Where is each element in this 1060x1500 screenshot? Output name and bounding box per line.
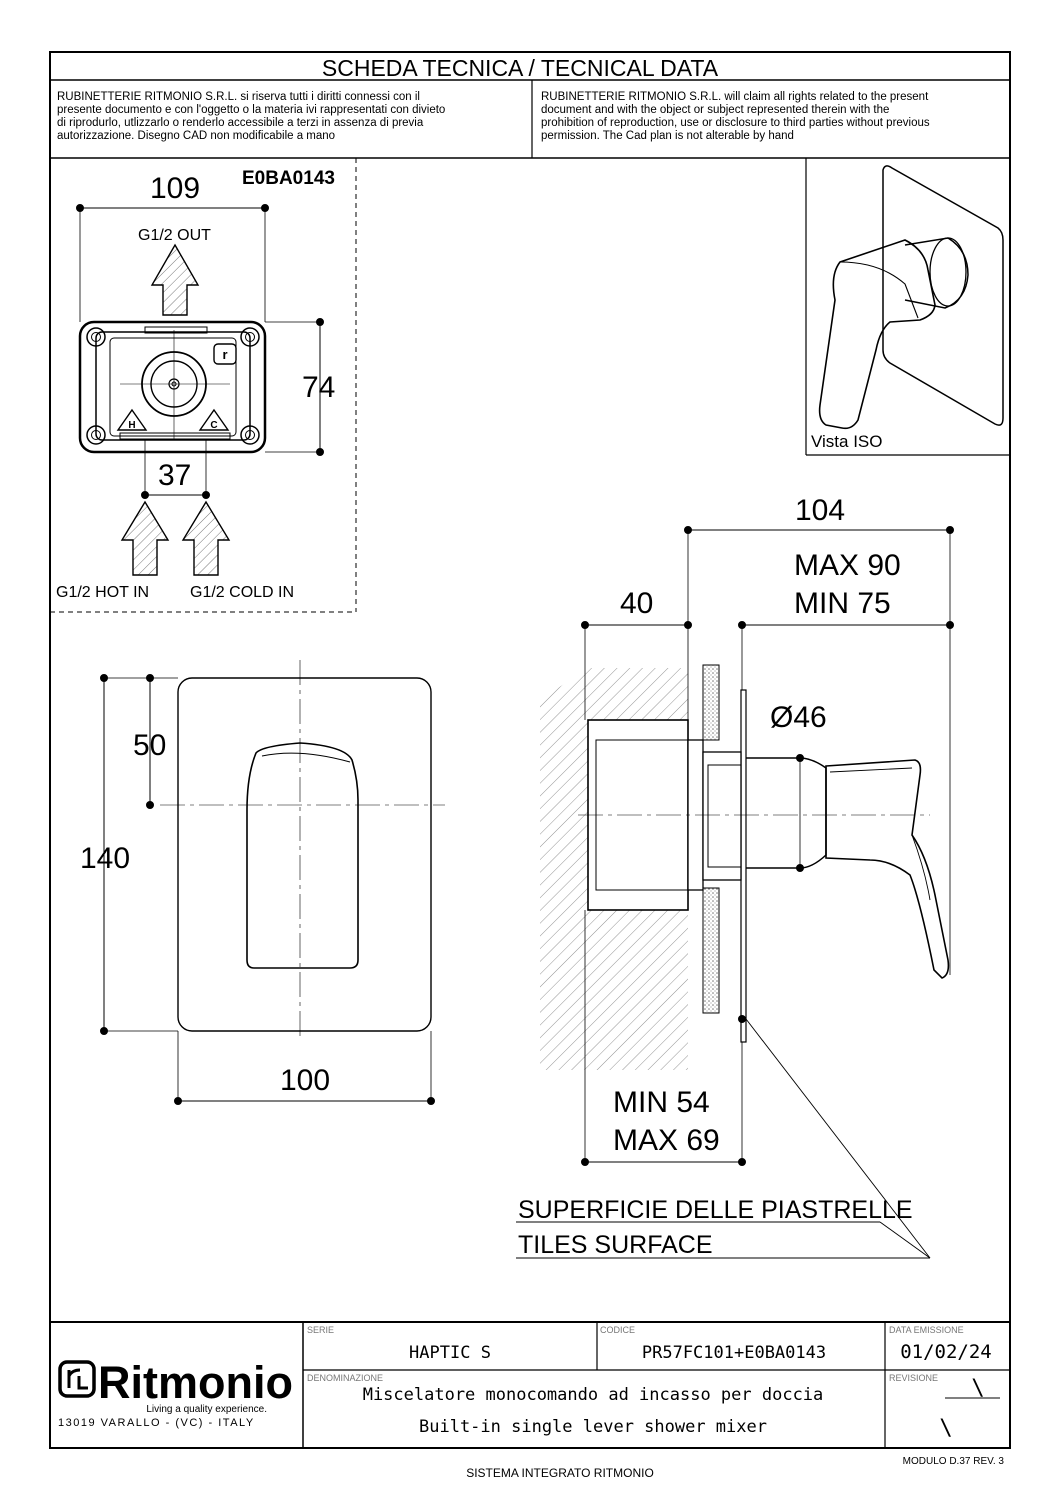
dim-box-height: 74 xyxy=(302,371,335,404)
box-code: E0BA0143 xyxy=(242,168,335,189)
dim-inlets: 37 xyxy=(158,459,191,492)
module-code: MODULO D.37 REV. 3 xyxy=(903,1456,1005,1467)
description-en: Built-in single lever shower mixer xyxy=(419,1417,767,1437)
dim-recess-max: MAX 69 xyxy=(613,1124,720,1157)
dim-side-depth: 40 xyxy=(620,587,653,620)
dim-front-width: 100 xyxy=(280,1064,330,1097)
svg-text:autorizzazione. Disegno CAD no: autorizzazione. Disegno CAD non modifica… xyxy=(57,130,335,142)
dim-side-min: MIN 75 xyxy=(794,587,891,620)
label-hot-in: G1/2 HOT IN xyxy=(56,584,149,601)
label-cold-in: G1/2 COLD IN xyxy=(190,584,294,601)
data-label: DATA EMISSIONE xyxy=(889,1325,964,1335)
title-block xyxy=(50,1321,1010,1448)
svg-text:di riprodurlo, utlizzarlo o re: di riprodurlo, utlizzarlo o renderlo acc… xyxy=(57,117,424,129)
tiles-label-it: SUPERFICIE DELLE PIASTRELLE xyxy=(518,1196,913,1224)
sheet-title: SCHEDA TECNICA / TECNICAL DATA xyxy=(322,55,719,81)
side-view xyxy=(516,526,954,1259)
dim-recess-min: MIN 54 xyxy=(613,1086,710,1119)
data-value: 01/02/24 xyxy=(900,1341,992,1363)
serie-label: SERIE xyxy=(307,1325,334,1335)
badge-hot: H xyxy=(128,420,135,431)
badge-cold: C xyxy=(210,420,217,431)
revisione-label: REVISIONE xyxy=(889,1373,938,1383)
tiles-label-en: TILES SURFACE xyxy=(518,1231,713,1259)
dim-side-max: MAX 90 xyxy=(794,549,901,582)
denominazione-label: DENOMINAZIONE xyxy=(307,1373,383,1383)
svg-text:prohibition of reproduction,: prohibition of reproduction, use or disc… xyxy=(541,117,930,129)
label-outlet: G1/2 OUT xyxy=(138,227,211,244)
notice-italian: RUBINETTERIE RITMONIO S.R.L. si riserva … xyxy=(57,91,445,142)
description-it: Miscelatore monocomando ad incasso per d… xyxy=(363,1385,824,1405)
dim-front-axis: 50 xyxy=(133,729,166,762)
front-view xyxy=(100,660,445,1105)
brand-name: Ritmonio xyxy=(98,1357,293,1408)
codice-value: PR57FC101+E0BA0143 xyxy=(642,1343,826,1363)
dim-front-height: 140 xyxy=(80,842,130,875)
sheet-border xyxy=(49,51,1011,1449)
revision-mark-2: \ xyxy=(939,1416,952,1441)
brand-address: 13019 VARALLO - (VC) - ITALY xyxy=(58,1417,255,1429)
svg-text:RUBINETTERIE RITMONIO S.R.L. s: RUBINETTERIE RITMONIO S.R.L. si riserva … xyxy=(57,91,420,103)
svg-text:RUBINETTERIE RITMONIO S.R.L. w: RUBINETTERIE RITMONIO S.R.L. will claim … xyxy=(541,91,929,103)
notice-english: RUBINETTERIE RITMONIO S.R.L. will claim … xyxy=(541,91,930,142)
dim-diameter: Ø46 xyxy=(770,701,827,734)
box-detail xyxy=(50,158,357,613)
serie-value: HAPTIC S xyxy=(409,1343,491,1363)
svg-text:presente documento e con l'ogg: presente documento e con l'oggetto o la … xyxy=(57,104,445,116)
codice-label: CODICE xyxy=(600,1325,635,1335)
box-badge: r xyxy=(222,347,227,362)
dim-side-total: 104 xyxy=(795,494,845,527)
iso-label: Vista ISO xyxy=(811,432,883,451)
iso-view xyxy=(805,158,1010,456)
svg-text:document and with the object o: document and with the object or subject … xyxy=(541,104,889,116)
brand-tagline: Living a quality experience. xyxy=(146,1404,267,1415)
dim-box-width: 109 xyxy=(150,172,200,205)
svg-text:permission. The Cad plan is n: permission. The Cad plan is not alterabl… xyxy=(541,130,794,142)
system-name: SISTEMA INTEGRATO RITMONIO xyxy=(466,1466,654,1480)
revision-mark-1: \ xyxy=(971,1376,984,1401)
